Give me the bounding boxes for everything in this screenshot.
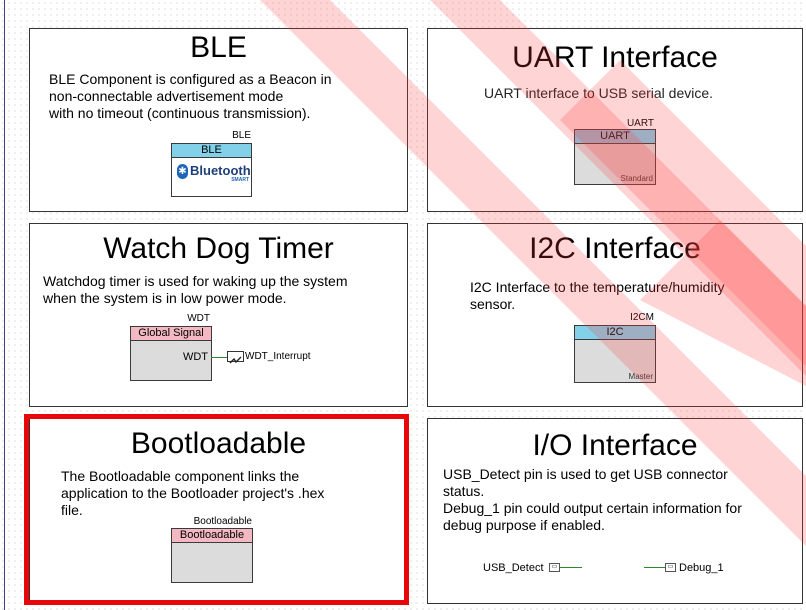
- pin-wire: [644, 567, 665, 568]
- panel-description: I2C Interface to the temperature/humidit…: [470, 279, 725, 312]
- uart-component[interactable]: UART Standard: [574, 129, 656, 185]
- panel-description: Watchdog timer is used for waking up the…: [43, 273, 348, 306]
- bootloadable-panel: Bootloadable The Bootloadable component …: [29, 418, 408, 604]
- bluetooth-logo-text: Bluetooth: [190, 163, 251, 178]
- component-instance-name: BLE: [232, 130, 251, 141]
- debug-pin-label: Debug_1: [679, 562, 724, 574]
- global-signal-component[interactable]: Global Signal WDT: [130, 326, 212, 381]
- bluetooth-logo: ✱ Bluetooth SMART: [177, 161, 251, 185]
- component-mode: Master: [628, 372, 653, 381]
- component-header: Bootloadable: [172, 529, 252, 543]
- selection-highlight: [24, 414, 409, 605]
- ble-component[interactable]: BLE ✱ Bluetooth SMART: [171, 143, 252, 197]
- panel-title: Watch Dog Timer: [103, 232, 334, 265]
- output-pin-label: WDT: [182, 351, 208, 363]
- panel-title: BLE: [190, 31, 247, 64]
- pin-icon[interactable]: ▭: [665, 563, 676, 572]
- wdt-panel: Watch Dog Timer Watchdog timer is used f…: [29, 223, 408, 407]
- component-instance-name: WDT: [187, 313, 210, 324]
- component-header: BLE: [172, 144, 251, 158]
- panel-description: BLE Component is configured as a Beacon …: [49, 71, 332, 121]
- panel-title: Bootloadable: [130, 427, 307, 460]
- pin-wire: [560, 567, 582, 568]
- interrupt-wire: [211, 357, 228, 358]
- uart-panel: UART Interface UART interface to USB ser…: [427, 28, 803, 212]
- panel-description: UART interface to USB serial device.: [484, 85, 714, 101]
- panel-title: I/O Interface: [532, 429, 698, 462]
- bluetooth-icon: ✱: [177, 164, 188, 179]
- component-header: I2C: [575, 326, 655, 340]
- component-header: UART: [575, 130, 655, 144]
- i2c-component[interactable]: I2C Master: [574, 325, 656, 383]
- pin-icon[interactable]: ▭: [549, 563, 560, 572]
- interrupt-label: WDT_Interrupt: [245, 351, 311, 362]
- component-header: Global Signal: [131, 327, 211, 341]
- bootloadable-component[interactable]: Bootloadable: [171, 528, 253, 583]
- schematic-frame-line: [4, 0, 5, 610]
- interrupt-icon[interactable]: [227, 351, 244, 364]
- panel-title: UART Interface: [512, 41, 718, 74]
- component-mode: Standard: [620, 174, 653, 183]
- panel-description: USB_Detect pin is used to get USB connec…: [443, 466, 742, 533]
- ble-panel: BLE BLE Component is configured as a Bea…: [29, 28, 408, 212]
- panel-title: I2C Interface: [529, 232, 701, 265]
- panel-description: The Bootloadable component links the app…: [61, 468, 325, 518]
- component-instance-name: Bootloadable: [193, 516, 252, 527]
- bluetooth-logo-subtext: SMART: [231, 177, 249, 183]
- component-instance-name: UART: [626, 118, 654, 129]
- component-instance-name: I2CM: [630, 312, 654, 323]
- i2c-panel: I2C Interface I2C Interface to the tempe…: [427, 223, 803, 407]
- io-panel: I/O Interface USB_Detect pin is used to …: [427, 418, 803, 604]
- usb-detect-pin-label: USB_Detect: [483, 562, 544, 574]
